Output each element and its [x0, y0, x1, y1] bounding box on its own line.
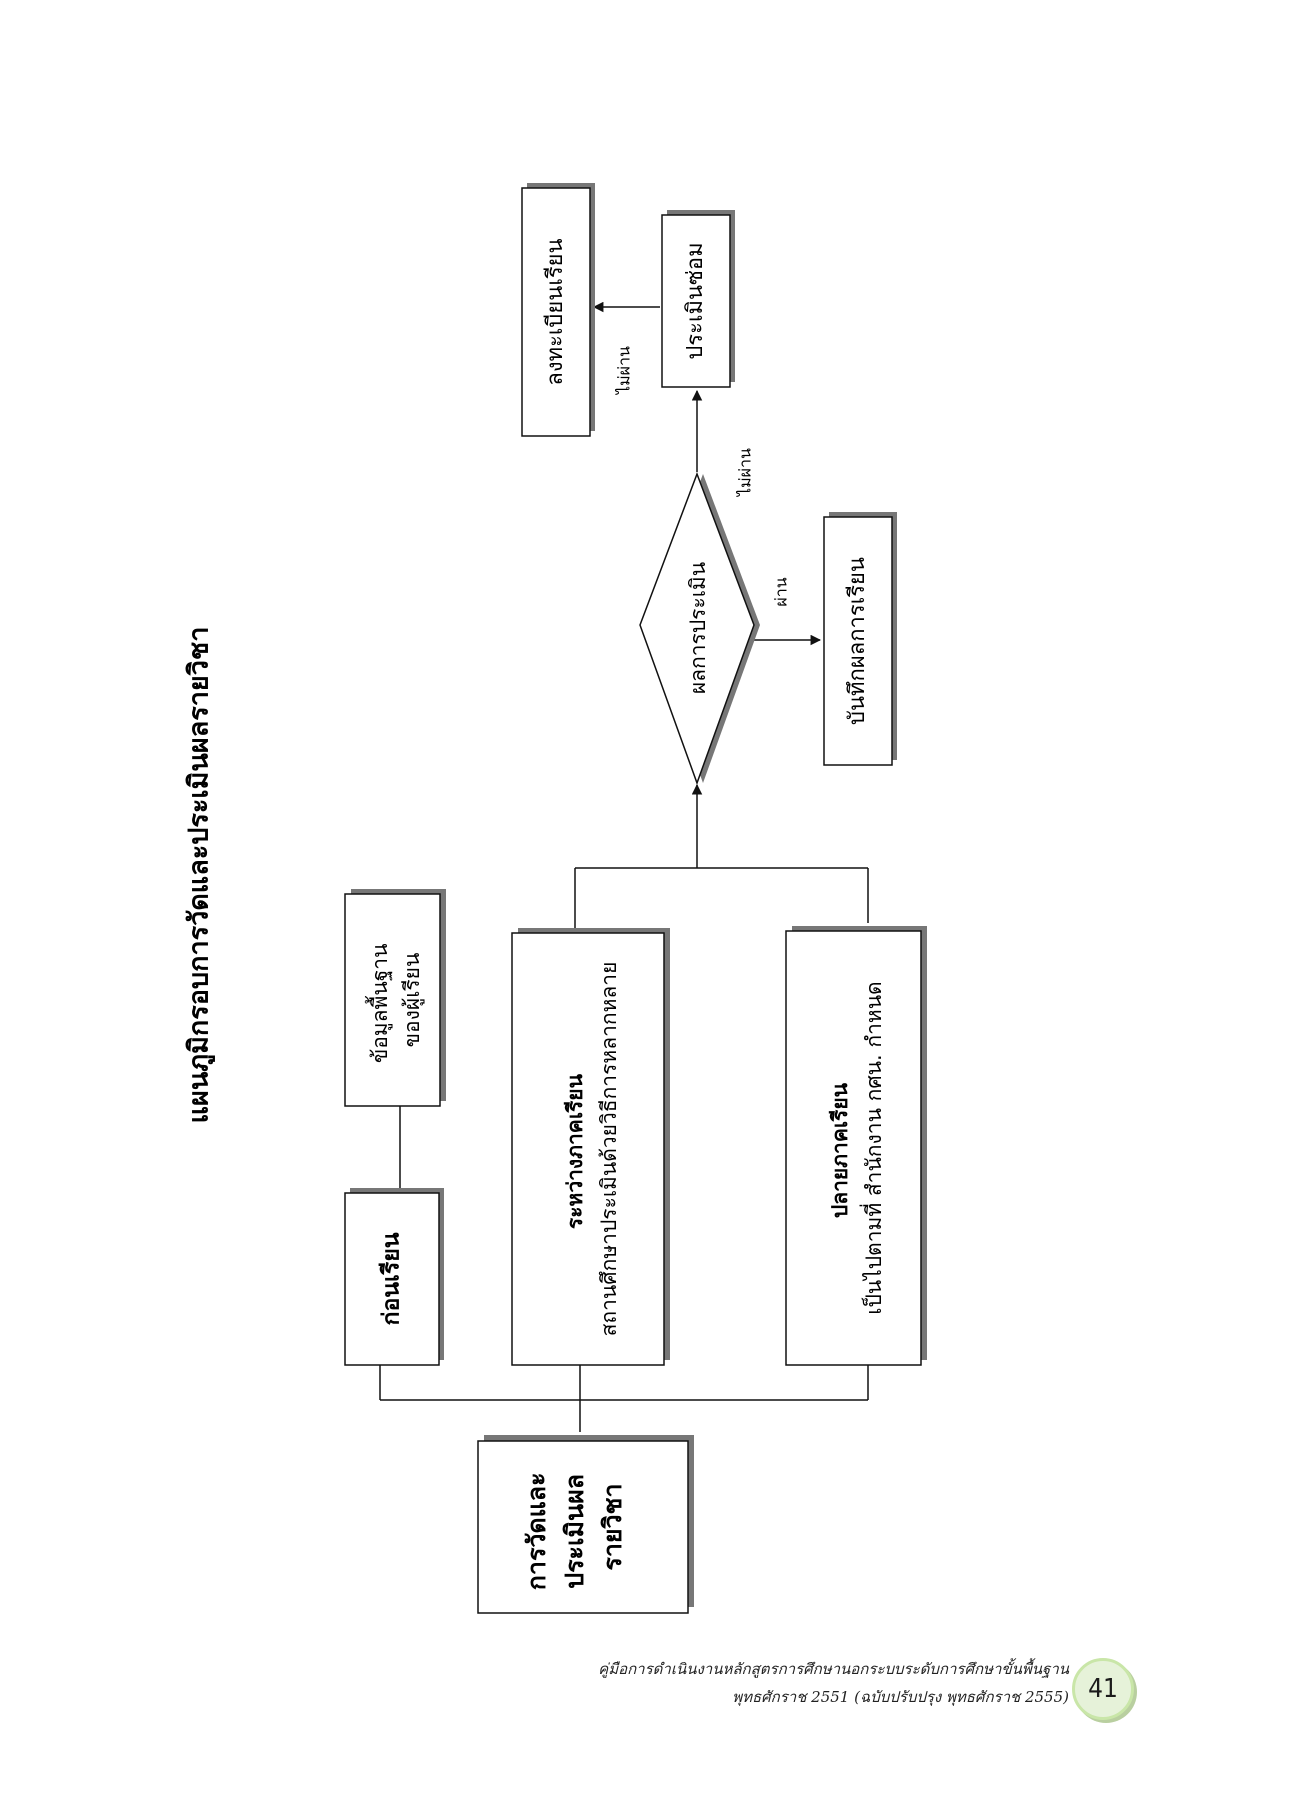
- root-line-2: ประเมินผล: [560, 1474, 589, 1589]
- connector-lines: [379, 301, 869, 1432]
- svg-text:ข้อมูลพื้นฐาน ของผู้เรีย: ข้อมูลพื้นฐาน ของผู้เรียน: [365, 937, 425, 1063]
- footer-line-1: คู่มือการดำเนินงานหลักสูตรการศึกษานอกระบ…: [598, 1660, 1069, 1678]
- edge-label-fail-2: ไม่ผ่าน: [615, 346, 634, 396]
- root-line-3: รายวิชา: [598, 1483, 627, 1570]
- page-number-badge: 41: [1072, 1658, 1134, 1720]
- page-number: 41: [1088, 1674, 1118, 1704]
- during-text: สถานศึกษาประเมินด้วยวิธีการหลากหลาย: [597, 962, 621, 1337]
- node-basic: ข้อมูลพื้นฐาน ของผู้เรียน: [344, 889, 446, 1107]
- node-reenroll: ลงทะเบียนเรียน: [521, 183, 595, 437]
- basic-line-1: ข้อมูลพื้นฐาน: [365, 944, 393, 1064]
- node-decision: ผลการประเมิน: [639, 471, 760, 786]
- svg-text:ลงทะเบียนเรียน: ลงทะเบียนเรียน: [543, 238, 568, 385]
- svg-text:ระหว่างภาคเรียน สถานศึกษ: ระหว่างภาคเรียน สถานศึกษาประเมินด้วยวิธี…: [563, 962, 621, 1337]
- svg-text:ผลการประเมิน: ผลการประเมิน: [686, 562, 710, 694]
- root-line-1: การวัดและ: [522, 1472, 551, 1590]
- edge-label-pass: ผ่าน: [772, 577, 791, 606]
- svg-text:บันทึกผลการเรียน: บันทึกผลการเรียน: [845, 557, 870, 725]
- svg-text:ก่อนเรียน: ก่อนเรียน: [379, 1232, 405, 1325]
- basic-line-2: ของผู้เรียน: [400, 953, 425, 1048]
- svg-text:การวัดและ ประเมินผล: การวัดและ ประเมินผล รายวิชา: [522, 1464, 627, 1590]
- node-root: การวัดและ ประเมินผล รายวิชา: [477, 1435, 694, 1614]
- end-text: เป็นไปตามที่ สำนักงาน กศน. กำหนด: [859, 981, 886, 1314]
- node-during: ระหว่างภาคเรียน สถานศึกษาประเมินด้วยวิธี…: [511, 928, 670, 1366]
- svg-text:ประเมินซ่อม: ประเมินซ่อม: [683, 242, 708, 359]
- node-before: ก่อนเรียน: [344, 1188, 444, 1366]
- node-end: ปลายภาคเรียน เป็นไปตามที่ สำนักงาน กศน. …: [785, 926, 927, 1366]
- page-footer: คู่มือการดำเนินงานหลักสูตรการศึกษานอกระบ…: [598, 1655, 1069, 1711]
- node-record: บันทึกผลการเรียน: [823, 512, 897, 766]
- svg-text:ปลายภาคเรียน เป็นไปตามที: ปลายภาคเรียน เป็นไปตามที่ สำนักงาน กศน. …: [828, 981, 886, 1314]
- node-remedial: ประเมินซ่อม: [661, 210, 735, 388]
- footer-line-2: พุทธศักราช 2551 (ฉบับปรับปรุง พุทธศักราช…: [732, 1688, 1069, 1706]
- diagram-title: แผนภูมิกรอบการวัดและประเมินผลรายวิชา: [184, 627, 216, 1124]
- during-heading: ระหว่างภาคเรียน: [563, 1073, 587, 1229]
- end-heading: ปลายภาคเรียน: [828, 1082, 852, 1218]
- edge-label-fail-1: ไม่ผ่าน: [736, 448, 755, 498]
